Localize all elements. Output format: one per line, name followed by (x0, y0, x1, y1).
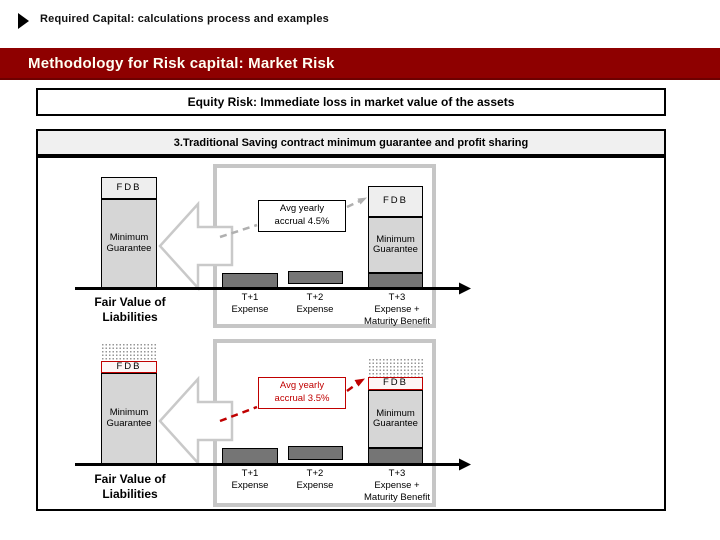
minimum-guarantee-label: Minimum Guarantee (106, 232, 152, 254)
t2-expense-bar (288, 446, 343, 460)
fair-value-label: Fair Value of Liabilities (94, 472, 166, 501)
fdb-label: FDB (383, 377, 408, 389)
bullet-arrow-icon (18, 13, 29, 29)
left-bar-fdb-section: FDB (101, 361, 157, 373)
t3-expense-bar (368, 273, 423, 288)
t3-label: T+3 Expense + Maturity Benefit (364, 292, 430, 328)
diagram-base-scenario: FDB Minimum Guarantee Fair Value of Liab… (0, 160, 720, 336)
left-bar-minimum-guarantee-section: Minimum Guarantee (101, 199, 157, 288)
lost-fdb-hatch (101, 343, 157, 361)
t1-label: T+1 Expense (231, 292, 269, 316)
t1-expense-bar (222, 448, 278, 464)
fair-value-label: Fair Value of Liabilities (94, 295, 166, 324)
t2-label: T+2 Expense (296, 292, 334, 316)
minimum-guarantee-label: Minimum Guarantee (106, 407, 152, 429)
t1-expense-bar (222, 273, 278, 288)
t3-bar-minimum-guarantee-section: Minimum Guarantee (368, 217, 423, 273)
t3-bar-minimum-guarantee-section: Minimum Guarantee (368, 390, 423, 448)
minimum-guarantee-label: Minimum Guarantee (373, 407, 418, 429)
fdb-label: FDB (116, 360, 142, 372)
slide-header-title: Required Capital: calculations process a… (40, 13, 329, 25)
timeline-axis-arrowhead (459, 282, 471, 295)
left-bar-minimum-guarantee-section: Minimum Guarantee (101, 373, 157, 464)
equity-risk-text: Equity Risk: Immediate loss in market va… (187, 95, 515, 109)
t1-label: T+1 Expense (231, 468, 269, 492)
left-bar-fdb-section: FDB (101, 177, 157, 199)
contract-section-text: 3.Traditional Saving contract minimum gu… (173, 136, 529, 149)
minimum-guarantee-label: Minimum Guarantee (373, 233, 418, 255)
section-banner: Methodology for Risk capital: Market Ris… (0, 48, 720, 80)
timeline-axis-arrowhead (459, 458, 471, 471)
t3-bar-fdb-section: FDB (368, 377, 423, 390)
fdb-label: FDB (116, 181, 142, 193)
equity-risk-box: Equity Risk: Immediate loss in market va… (36, 88, 666, 116)
accrual-callout: Avg yearly accrual 3.5% (258, 377, 346, 409)
t3-bar-fdb-section: FDB (368, 186, 423, 217)
banner-title: Methodology for Risk capital: Market Ris… (28, 54, 335, 72)
fdb-label: FDB (383, 195, 408, 207)
t3-expense-bar (368, 448, 423, 464)
t3-label: T+3 Expense + Maturity Benefit (364, 468, 430, 504)
lost-fdb-hatch (368, 358, 423, 377)
diagram-stressed-scenario: FDB Minimum Guarantee Fair Value of Liab… (0, 336, 720, 511)
t2-expense-bar (288, 271, 343, 284)
t2-label: T+2 Expense (296, 468, 334, 492)
accrual-callout: Avg yearly accrual 4.5% (258, 200, 346, 232)
slide-header: Required Capital: calculations process a… (0, 10, 720, 34)
contract-section-box: 3.Traditional Saving contract minimum gu… (36, 129, 666, 156)
